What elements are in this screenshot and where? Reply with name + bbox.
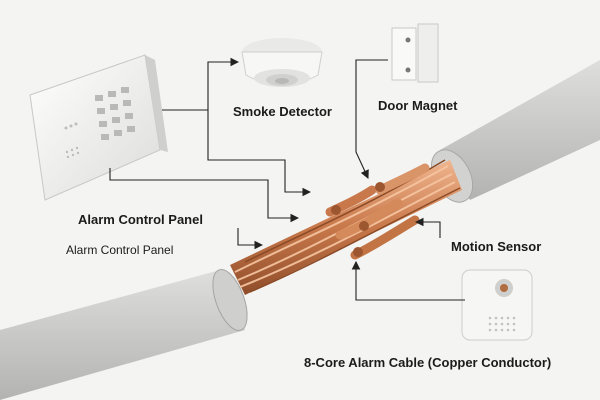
arrow-to-bundle-3 [237,228,264,250]
motion-sensor-icon [461,269,533,341]
alarm-cable-icon [230,159,462,295]
arrow-panel-to-smoke [162,57,240,111]
label-smoke-detector: Smoke Detector [233,104,332,119]
connector-arrows [109,57,465,301]
arrow-motion-label [414,217,441,238]
label-motion-sensor: Motion Sensor [451,239,542,254]
arrow-motion-sensor [351,260,465,301]
door-magnet-icon [391,23,439,83]
arrow-door-magnet [355,59,388,179]
label-alarm-control-panel-secondary: Alarm Control Panel [66,243,174,257]
label-door-magnet: Door Magnet [378,98,458,113]
smoke-detector-icon [241,38,323,87]
label-cable: 8-Core Alarm Cable (Copper Conductor) [304,355,552,370]
alarm-panel-icon [29,54,168,201]
label-alarm-control-panel: Alarm Control Panel [78,212,203,227]
copper-conductors [325,163,430,260]
cable-jacket-left [0,269,248,400]
arrow-to-bundle-1 [207,110,312,197]
arrow-to-bundle-2 [109,168,300,223]
